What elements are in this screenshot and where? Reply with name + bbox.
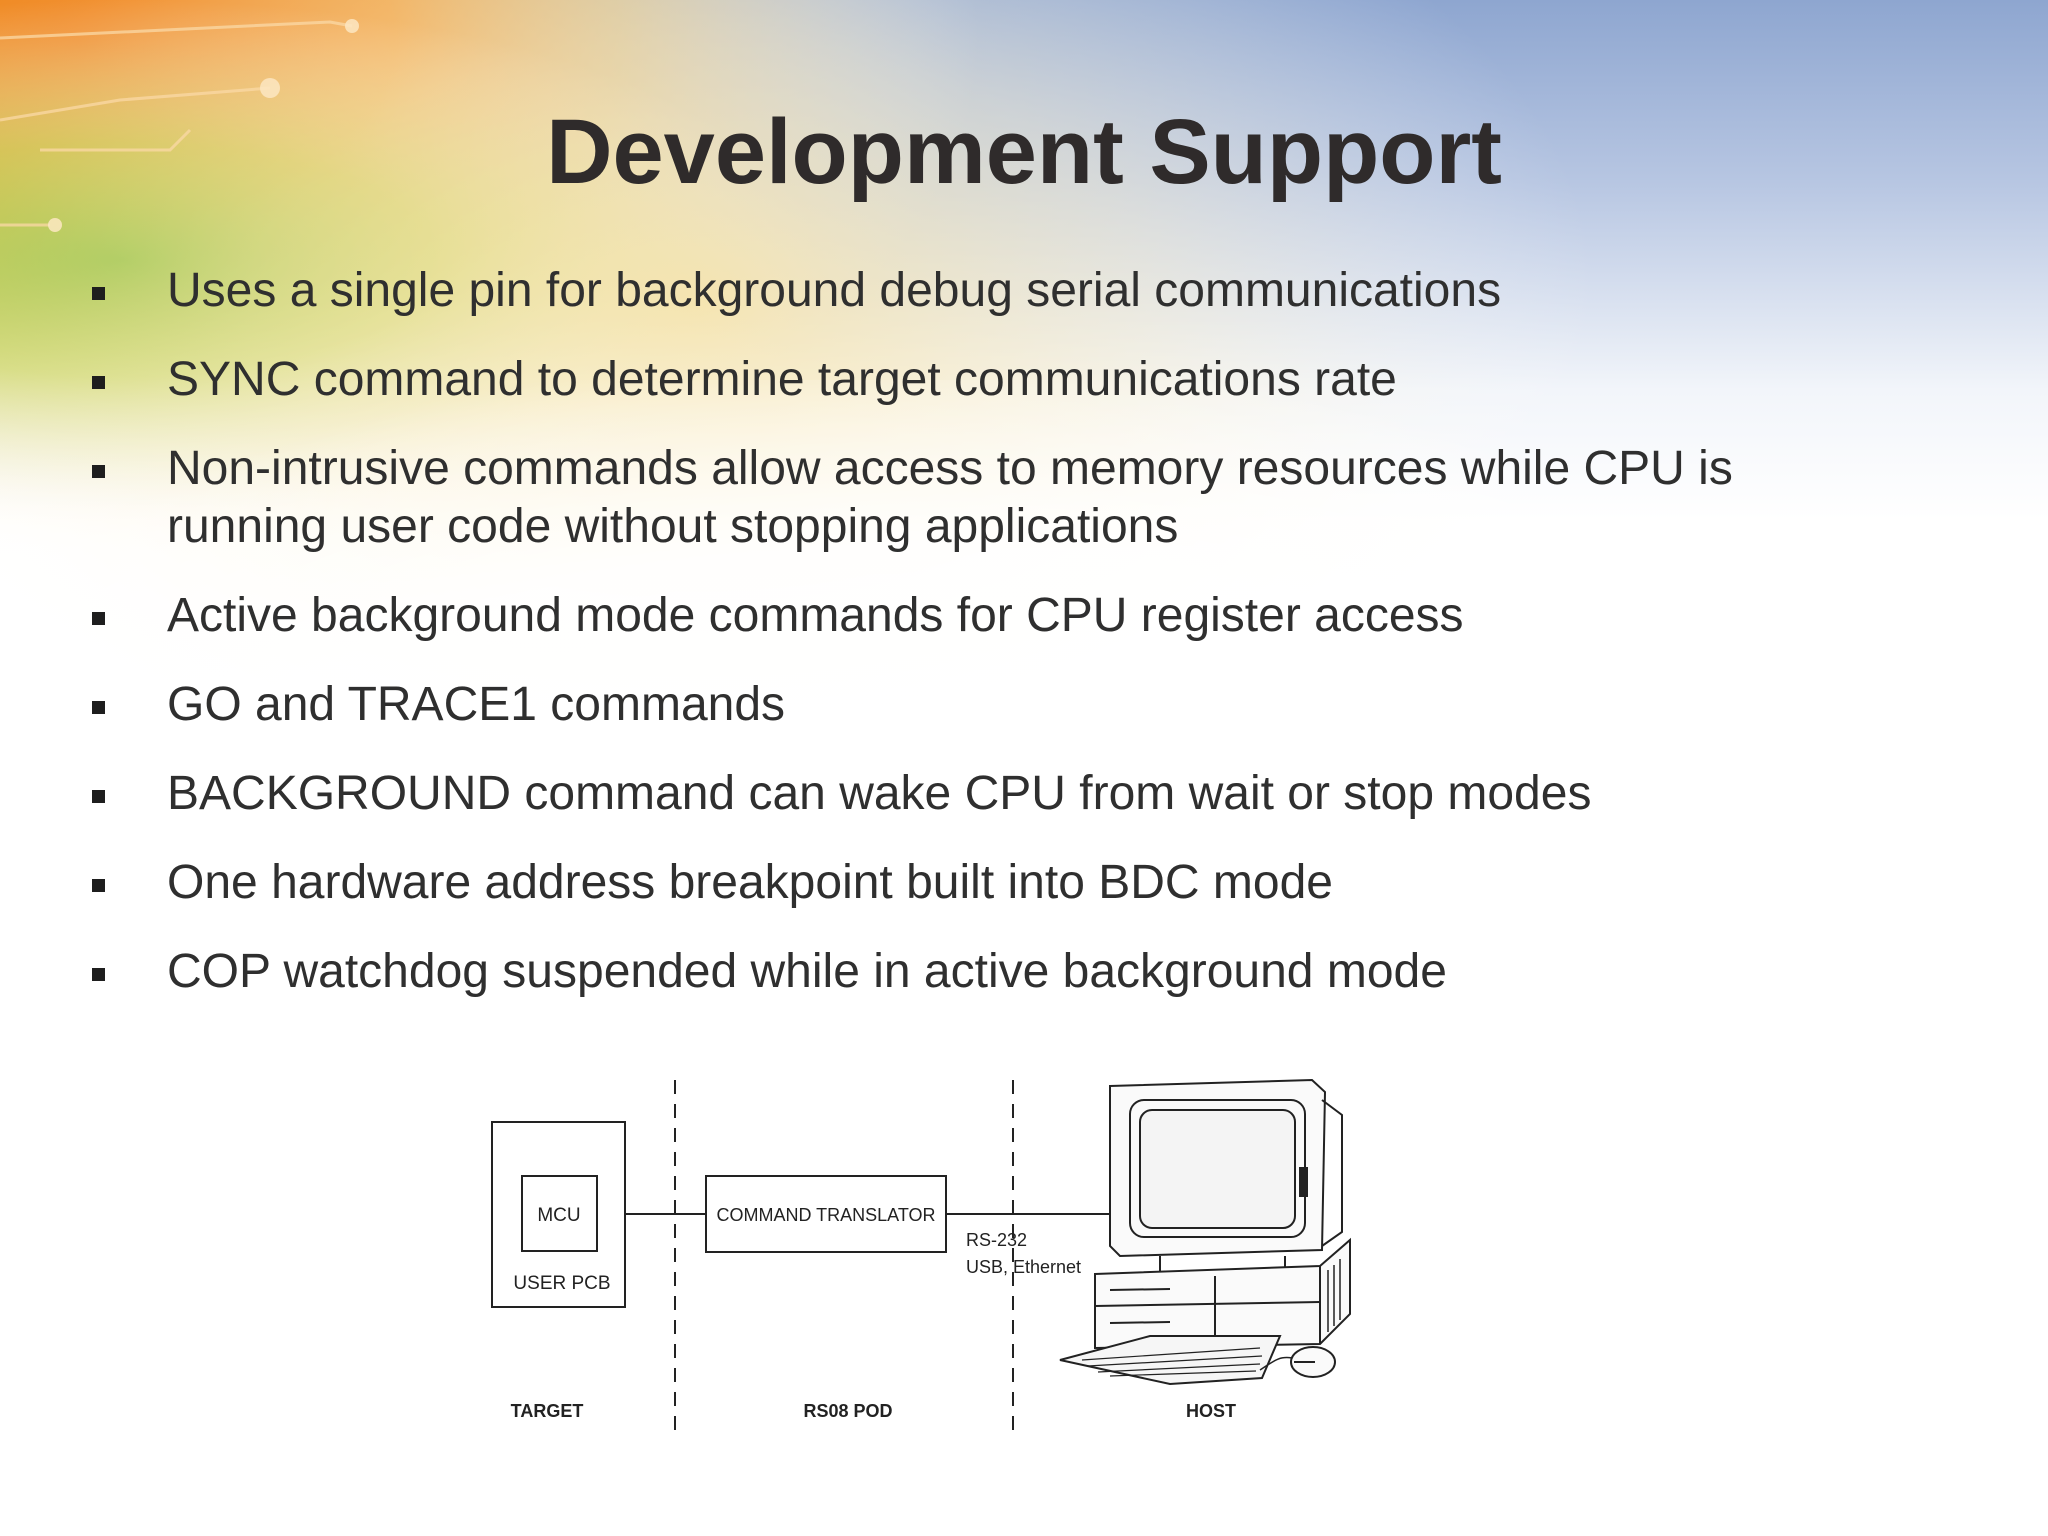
user-pcb-label: USER PCB (513, 1273, 610, 1294)
bullet-item: Uses a single pin for background debug s… (92, 262, 1501, 320)
square-bullet-icon (92, 968, 105, 981)
bullet-text: COP watchdog suspended while in active b… (167, 945, 1447, 998)
bullet-text: GO and TRACE1 commands (167, 678, 786, 731)
square-bullet-icon (92, 465, 105, 478)
bullet-text-continuation: running user code without stopping appli… (167, 500, 1179, 553)
bullet-item: One hardware address breakpoint built in… (92, 854, 1333, 912)
bullet-text: Non-intrusive commands allow access to m… (167, 442, 1733, 495)
square-bullet-icon (92, 701, 105, 714)
section-target-label: TARGET (511, 1401, 584, 1421)
mcu-box (521, 1175, 598, 1252)
mcu-label: MCU (537, 1205, 580, 1226)
section-host-label: HOST (1186, 1401, 1236, 1421)
command-translator-label: COMMAND TRANSLATOR (716, 1205, 935, 1225)
bullet-text: One hardware address breakpoint built in… (167, 856, 1333, 909)
bullet-text: Uses a single pin for background debug s… (167, 264, 1502, 317)
square-bullet-icon (92, 287, 105, 300)
bullet-item: Non-intrusive commands allow access to m… (92, 440, 1733, 556)
bullet-text: BACKGROUND command can wake CPU from wai… (167, 767, 1592, 820)
square-bullet-icon (92, 790, 105, 803)
slide-title: Development Support (546, 101, 1502, 203)
rs232-label: RS-232 (966, 1230, 1027, 1250)
host-computer-icon (1059, 1078, 1351, 1386)
bullet-text: SYNC command to determine target communi… (167, 353, 1397, 406)
usb-ethernet-label: USB, Ethernet (966, 1257, 1081, 1277)
square-bullet-icon (92, 612, 105, 625)
bullet-item: GO and TRACE1 commands (92, 676, 785, 734)
bullet-item: Active background mode commands for CPU … (92, 587, 1464, 645)
bullet-text: Active background mode commands for CPU … (167, 589, 1464, 642)
bullet-item: BACKGROUND command can wake CPU from wai… (92, 765, 1591, 823)
section-pod-label: RS08 POD (803, 1401, 892, 1421)
square-bullet-icon (92, 376, 105, 389)
square-bullet-icon (92, 879, 105, 892)
bdm-connection-diagram: MCU USER PCB COMMAND TRANSLATOR RS-232 U… (491, 1078, 1351, 1430)
bullet-item: COP watchdog suspended while in active b… (92, 943, 1447, 1001)
bullet-item: SYNC command to determine target communi… (92, 351, 1397, 409)
